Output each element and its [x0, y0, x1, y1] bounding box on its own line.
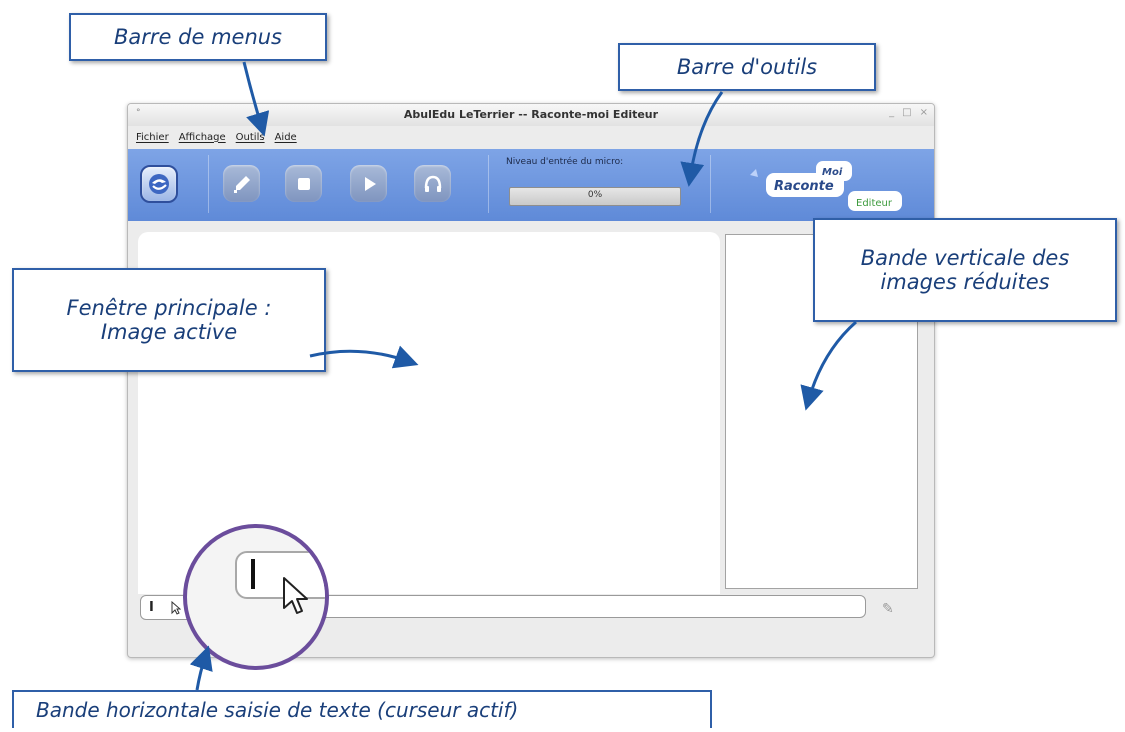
magnifier-circle [183, 524, 329, 670]
mic-level-bar: 0% [509, 187, 681, 206]
stop-icon [297, 177, 310, 190]
menu-item-outils[interactable]: Outils [235, 131, 265, 143]
caret-icon: I [149, 600, 154, 615]
close-icon[interactable]: × [919, 107, 928, 118]
window-controls: _ □ × [889, 107, 928, 118]
edit-icon[interactable]: ✎ [882, 601, 894, 617]
zoomed-text-field [235, 551, 325, 599]
headphones-icon [424, 175, 441, 192]
text-caret [251, 559, 255, 589]
window-menu-icon[interactable]: ° [136, 108, 141, 118]
mouse-cursor-icon [171, 601, 181, 615]
mic-level-value: 0% [587, 190, 603, 200]
menu-item-affichage[interactable]: Affichage [178, 131, 226, 143]
logo-text-editeur: Editeur [856, 198, 893, 209]
menu-item-aide[interactable]: Aide [274, 131, 297, 143]
callout-thumbnail-strip-line2: images réduites [880, 270, 1050, 294]
callout-menu-bar: Barre de menus [69, 13, 327, 61]
menu-bar: Fichier Affichage Outils Aide [128, 126, 934, 148]
toolbar-separator [488, 155, 489, 213]
play-button[interactable] [350, 165, 387, 202]
app-icon [149, 174, 169, 194]
window-title: AbulEdu LeTerrier -- Raconte-moi Editeur [403, 108, 659, 121]
logo-text-raconte: Raconte [774, 179, 834, 194]
mic-level-label: Niveau d'entrée du micro: [506, 157, 624, 167]
callout-main-window: Fenêtre principale : Image active [12, 268, 326, 372]
callout-text-band: Bande horizontale saisie de texte (curse… [12, 690, 712, 728]
raconte-moi-logo: Raconte Moi Editeur [746, 155, 926, 215]
microphone-icon [233, 175, 250, 193]
listen-button[interactable] [414, 165, 451, 202]
callout-thumbnail-strip-line1: Bande verticale des [860, 246, 1070, 270]
callout-thumbnail-strip: Bande verticale des images réduites [813, 218, 1117, 322]
callout-main-window-line1: Fenêtre principale : [66, 296, 272, 320]
stop-button[interactable] [285, 165, 322, 202]
toolbar-separator [208, 155, 209, 213]
story-text-input[interactable] [304, 595, 866, 618]
callout-toolbar: Barre d'outils [618, 43, 876, 91]
callout-main-window-line2: Image active [100, 320, 238, 344]
minimize-icon[interactable]: _ [889, 107, 895, 118]
arrow-text-band [189, 645, 213, 691]
maximize-icon[interactable]: □ [902, 107, 912, 118]
toolbar-separator [710, 155, 711, 213]
zoomed-mouse-cursor-icon [283, 577, 308, 614]
toolbar: Niveau d'entrée du micro: 0% Raconte Moi… [128, 149, 934, 221]
play-icon [364, 176, 376, 191]
app-button[interactable] [140, 165, 178, 203]
logo-text-moi: Moi [822, 167, 843, 178]
title-bar[interactable]: ° AbulEdu LeTerrier -- Raconte-moi Edite… [128, 104, 934, 126]
app-window: ° AbulEdu LeTerrier -- Raconte-moi Edite… [127, 103, 935, 658]
record-button[interactable] [223, 165, 260, 202]
logo-graphic: Raconte Moi Editeur [750, 161, 902, 211]
menu-item-fichier[interactable]: Fichier [136, 131, 169, 143]
